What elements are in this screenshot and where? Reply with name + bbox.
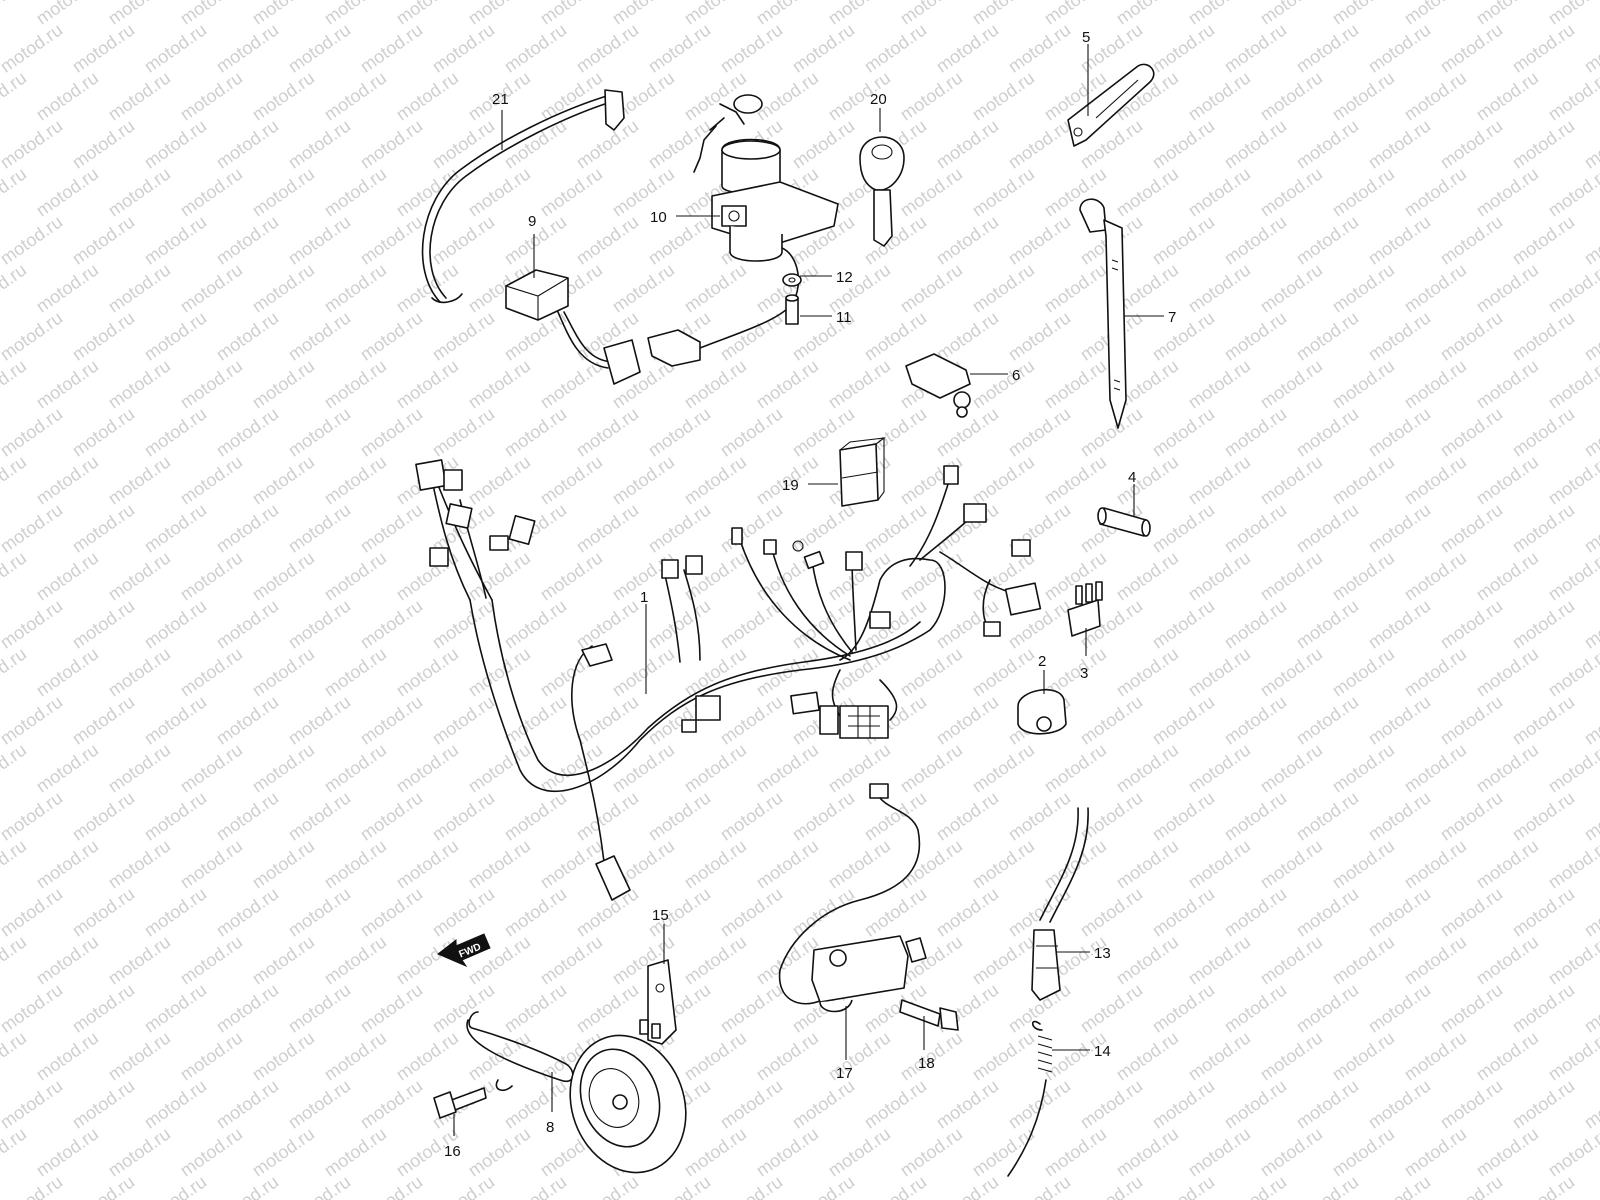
part-10-ignition-switch bbox=[693, 94, 839, 349]
part-13-switch bbox=[1031, 807, 1089, 1001]
part-1-wiring-harness bbox=[415, 459, 1042, 901]
callout-17: 17 bbox=[836, 1065, 853, 1082]
callout-18: 18 bbox=[918, 1055, 935, 1072]
callout-16: 16 bbox=[444, 1143, 461, 1160]
callout-19: 19 bbox=[782, 477, 799, 494]
part-11-screw bbox=[785, 294, 799, 325]
leader-lines bbox=[453, 44, 1164, 1136]
callout-10: 10 bbox=[650, 209, 667, 226]
part-6-clamp bbox=[905, 353, 971, 418]
part-19-relay bbox=[839, 437, 886, 507]
callout-3: 3 bbox=[1080, 665, 1088, 682]
callout-1: 1 bbox=[640, 589, 648, 606]
callout-9: 9 bbox=[528, 213, 536, 230]
callout-15: 15 bbox=[652, 907, 669, 924]
part-4-fuse bbox=[1097, 507, 1151, 537]
part-12-washer bbox=[782, 273, 802, 287]
part-8-band bbox=[466, 1011, 574, 1092]
part-5-bracket bbox=[1067, 63, 1155, 147]
callout-11: 11 bbox=[836, 309, 852, 326]
part-3-fuse-box bbox=[1067, 581, 1103, 637]
horn bbox=[569, 1034, 687, 1174]
callout-12: 12 bbox=[836, 269, 853, 286]
part-9-relay bbox=[505, 269, 641, 385]
fwd-arrow-icon: FWD bbox=[437, 933, 491, 968]
callout-5: 5 bbox=[1082, 29, 1090, 46]
callout-7: 7 bbox=[1168, 309, 1176, 326]
part-21-band bbox=[421, 89, 625, 304]
part-7-cable-tie bbox=[1079, 198, 1127, 429]
callout-20: 20 bbox=[870, 91, 887, 108]
part-14-spring bbox=[1007, 1020, 1053, 1177]
callout-21: 21 bbox=[492, 91, 509, 108]
callout-8: 8 bbox=[546, 1119, 554, 1136]
callout-numbers: 1 2 3 4 5 6 7 8 9 10 11 12 13 14 15 16 1… bbox=[444, 29, 1176, 1160]
callout-14: 14 bbox=[1094, 1043, 1111, 1060]
callout-6: 6 bbox=[1012, 367, 1020, 384]
ignition-connector bbox=[647, 329, 701, 367]
part-2-cap bbox=[1017, 689, 1067, 735]
part-17-switch-lead bbox=[778, 783, 927, 1013]
part-20-key bbox=[859, 136, 905, 247]
callout-2: 2 bbox=[1038, 653, 1046, 670]
part-16-bolt bbox=[433, 1087, 487, 1119]
callout-13: 13 bbox=[1094, 945, 1111, 962]
part-18-bolt bbox=[899, 999, 959, 1031]
part-15-horn-bracket bbox=[639, 959, 677, 1045]
callout-4: 4 bbox=[1128, 469, 1136, 486]
